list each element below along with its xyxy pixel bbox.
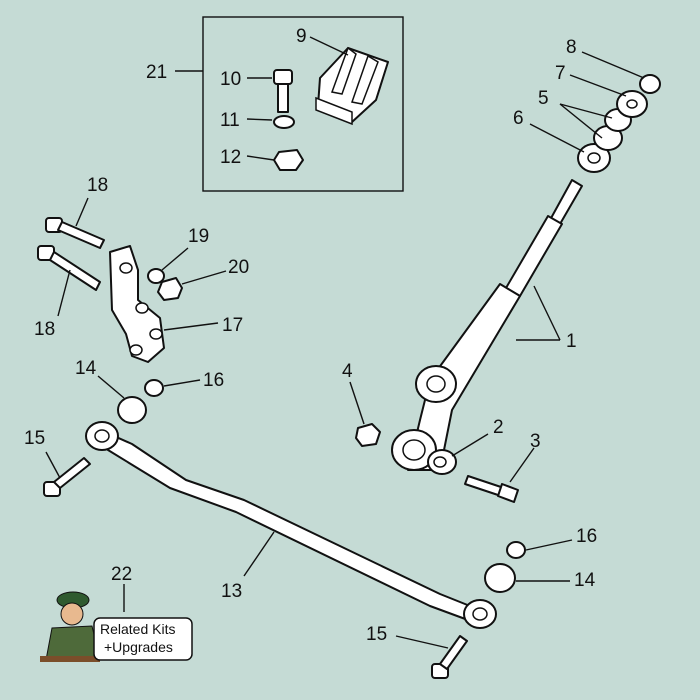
part-17-bracket[interactable] — [109, 245, 165, 363]
callout-6: 6 — [513, 108, 524, 129]
callout-16-right: 16 — [576, 526, 597, 547]
leader-lines — [45, 36, 645, 649]
callout-18-top: 18 — [87, 175, 108, 196]
part-12-nut[interactable] — [273, 149, 304, 171]
mechanic-illustration — [40, 591, 101, 662]
callout-8: 8 — [566, 37, 577, 58]
callout-13: 13 — [221, 581, 242, 602]
part-3-bolt[interactable] — [464, 475, 519, 503]
part-18-bolt-upper[interactable] — [45, 217, 105, 249]
part-9-mount[interactable] — [315, 46, 389, 126]
callout-20: 20 — [228, 257, 249, 278]
related-kits-line1: Related Kits — [100, 621, 175, 637]
related-kits-label-box — [93, 617, 193, 661]
callout-14-left: 14 — [75, 358, 97, 379]
part-1-arm[interactable] — [391, 179, 583, 471]
callout-2: 2 — [493, 417, 504, 438]
part-2-bush[interactable] — [427, 449, 457, 475]
callout-4: 4 — [342, 361, 353, 382]
part-13-rod[interactable] — [85, 421, 497, 629]
part-18-bolt-lower[interactable] — [37, 245, 101, 291]
part-10-bolt[interactable] — [273, 69, 293, 113]
callout-15-right: 15 — [366, 624, 387, 645]
bush-stack[interactable] — [577, 74, 661, 173]
callout-9: 9 — [296, 26, 307, 47]
callout-14-right: 14 — [574, 570, 596, 591]
callout-17: 17 — [222, 315, 243, 336]
callout-11: 11 — [220, 110, 240, 131]
part-4-nut[interactable] — [355, 423, 381, 447]
part-11-washer[interactable] — [273, 115, 295, 129]
kit-box — [202, 16, 404, 192]
callout-19: 19 — [188, 226, 209, 247]
related-kits-line2: +Upgrades — [104, 639, 173, 655]
callout-1: 1 — [566, 331, 577, 352]
part-20-nut[interactable] — [157, 277, 183, 301]
callout-7: 7 — [555, 63, 566, 84]
part-15-bolt-right[interactable] — [431, 635, 468, 679]
part-16-nut-left[interactable] — [144, 379, 164, 397]
part-15-bolt-left[interactable] — [43, 457, 91, 497]
part-19-washer[interactable] — [147, 268, 165, 284]
callout-12: 12 — [220, 147, 241, 168]
callout-5: 5 — [538, 88, 549, 109]
callout-16-left: 16 — [203, 370, 224, 391]
callout-21: 21 — [146, 62, 167, 83]
callout-3: 3 — [530, 431, 541, 452]
callout-18-bottom: 18 — [34, 319, 55, 340]
part-14-bush-left[interactable] — [117, 396, 147, 424]
part-16-nut-right[interactable] — [506, 541, 526, 559]
part-14-bush-right[interactable] — [484, 563, 516, 593]
callout-15-left: 15 — [24, 428, 45, 449]
callout-10: 10 — [220, 69, 241, 90]
related-kits-badge[interactable]: Related Kits +Upgrades — [40, 591, 193, 662]
callout-22: 22 — [111, 564, 132, 585]
